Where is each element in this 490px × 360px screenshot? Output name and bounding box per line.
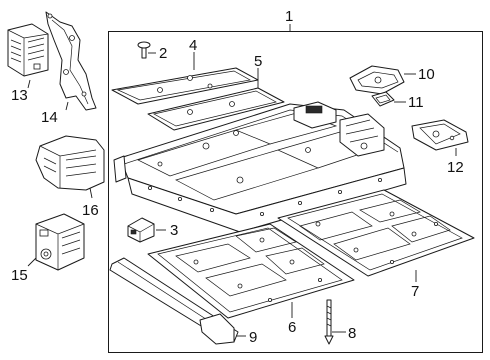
- part-1-battery-pack: [113, 101, 407, 233]
- callout-5: 5: [254, 53, 263, 70]
- callout-6: 6: [288, 319, 297, 336]
- callout-11: 11: [408, 94, 424, 111]
- callout-14: 14: [41, 109, 58, 126]
- part-12-plate: [411, 119, 469, 156]
- part-2-clip: [137, 41, 156, 59]
- part-7-under-shield: [277, 189, 475, 282]
- callout-12: 12: [447, 159, 464, 176]
- callout-3: 3: [170, 222, 179, 239]
- callout-8: 8: [348, 325, 357, 342]
- callout-13: 13: [11, 87, 28, 104]
- callout-10: 10: [418, 66, 435, 83]
- part-14-bracket: [45, 11, 97, 111]
- part-16-housing: [35, 135, 105, 199]
- part-8-bolt: [324, 299, 346, 345]
- callout-1: 1: [285, 8, 294, 25]
- part-3-clip: [127, 217, 166, 243]
- assembly-frame: [108, 31, 483, 353]
- part-6-under-shield: [147, 223, 355, 319]
- callout-4: 4: [189, 37, 198, 54]
- callout-7: 7: [411, 283, 420, 300]
- callout-16: 16: [82, 202, 99, 219]
- callout-2: 2: [159, 45, 168, 62]
- part-15-control-unit: [27, 213, 85, 271]
- callout-15: 15: [11, 267, 28, 284]
- callout-9: 9: [249, 329, 258, 346]
- part-5-gasket: [147, 68, 285, 131]
- part-9-rail: [109, 257, 246, 345]
- part-11-pad: [371, 91, 406, 107]
- part-4-seal: [111, 52, 259, 105]
- part-10-cap: [349, 65, 416, 95]
- part-13-module: [7, 23, 49, 89]
